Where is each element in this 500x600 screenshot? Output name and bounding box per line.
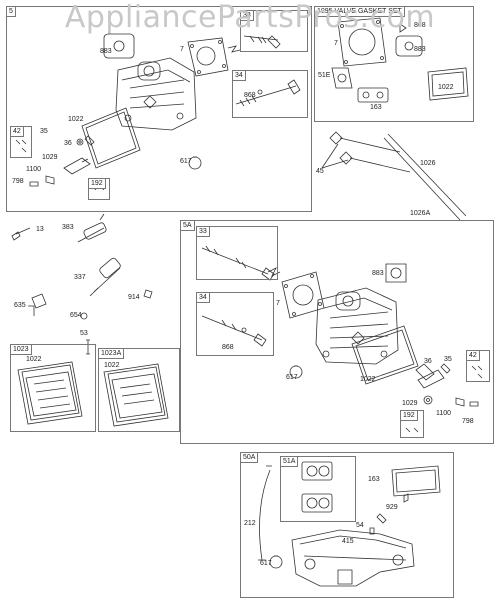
callout-798[interactable]: 798 <box>12 178 24 185</box>
valve-cover-1023a <box>103 363 169 427</box>
callout-883-5a[interactable]: 883 <box>372 270 384 277</box>
callout-212[interactable]: 212 <box>244 520 256 527</box>
intake-manifold-415 <box>291 529 415 587</box>
callout-35[interactable]: 35 <box>40 128 48 135</box>
callout-1022-5a[interactable]: 1022 <box>360 376 376 383</box>
callout-617-50a[interactable]: 617 <box>260 560 272 567</box>
panel-5-label: 5 <box>6 6 16 17</box>
callout-54[interactable]: 54 <box>356 522 364 529</box>
callout-337[interactable]: 337 <box>74 274 86 281</box>
callout-798-5a[interactable]: 798 <box>462 418 474 425</box>
panel-51a <box>280 456 356 522</box>
panel-192-mid-label: 192 <box>400 410 418 421</box>
callout-35-5a[interactable]: 35 <box>444 356 452 363</box>
rocker-cover-gasket-top <box>81 107 141 169</box>
panel-33-top-label: 33 <box>240 10 254 21</box>
callout-868-5a[interactable]: 868 <box>222 344 234 351</box>
cylinder-head-top <box>115 57 197 131</box>
callout-7-5a[interactable]: 7 <box>276 300 280 307</box>
callout-654[interactable]: 654 <box>70 312 82 319</box>
panel-1023-label: 1023 <box>10 344 32 355</box>
panel-33-top <box>240 10 308 52</box>
callout-1022[interactable]: 1022 <box>68 116 84 123</box>
panel-5 <box>6 6 312 212</box>
callout-51e[interactable]: 51E <box>318 72 331 79</box>
panel-192-top-label: 192 <box>88 178 106 189</box>
panel-5a <box>180 220 494 444</box>
cylinder-head-5a <box>315 287 399 365</box>
callout-617-5a[interactable]: 617 <box>286 374 298 381</box>
callout-883-set[interactable]: 883 <box>414 46 426 53</box>
callout-1029[interactable]: 1029 <box>42 154 58 161</box>
panel-5a-label: 5A <box>180 220 195 231</box>
panel-42-mid-label: 42 <box>466 350 480 361</box>
panel-1023 <box>10 344 96 432</box>
callout-7-set[interactable]: 7 <box>334 40 338 47</box>
callout-1022-cover-a[interactable]: 1022 <box>104 362 120 369</box>
gasket-set-head-gasket <box>337 17 387 67</box>
panel-33-mid-label: 33 <box>196 226 210 237</box>
watermark: AppliancePartsPros.com <box>64 0 436 35</box>
callout-617[interactable]: 617 <box>180 158 192 165</box>
callout-1026a[interactable]: 1026A <box>410 210 431 217</box>
callout-1100-5a[interactable]: 1100 <box>436 410 452 417</box>
callout-1026[interactable]: 1026 <box>420 160 436 167</box>
callout-36-5a[interactable]: 36 <box>424 358 432 365</box>
callout-1022-cover[interactable]: 1022 <box>26 356 42 363</box>
panel-42-top-label: 42 <box>10 126 24 137</box>
panel-1095-label: 1095 VALVE GASKET SET <box>314 6 405 17</box>
callout-415[interactable]: 415 <box>342 538 354 545</box>
callout-53[interactable]: 53 <box>80 330 88 337</box>
callout-45[interactable]: 45 <box>316 168 324 175</box>
callout-868-set[interactable]: 868 <box>414 22 426 29</box>
panel-34-top <box>232 70 308 118</box>
callout-868[interactable]: 868 <box>244 92 256 99</box>
callout-163-50a[interactable]: 163 <box>368 476 380 483</box>
panel-34-mid <box>196 292 274 356</box>
panel-50a <box>240 452 454 598</box>
callout-383[interactable]: 383 <box>62 224 74 231</box>
callout-635[interactable]: 635 <box>14 302 26 309</box>
callout-883[interactable]: 883 <box>100 48 112 55</box>
callout-13[interactable]: 13 <box>36 226 44 233</box>
callout-163[interactable]: 163 <box>370 104 382 111</box>
valve-cover-1023 <box>17 361 83 425</box>
callout-914[interactable]: 914 <box>128 294 140 301</box>
head-gasket-top <box>187 37 229 77</box>
panel-1023a-label: 1023A <box>98 348 125 359</box>
callout-1029-5a[interactable]: 1029 <box>402 400 418 407</box>
panel-33-mid <box>196 226 278 280</box>
callout-36[interactable]: 36 <box>64 140 72 147</box>
callout-1022-set[interactable]: 1022 <box>438 84 454 91</box>
panel-50a-label: 50A <box>240 452 259 463</box>
panel-34-mid-label: 34 <box>196 292 210 303</box>
panel-34-top-label: 34 <box>232 70 246 81</box>
valve-cover-gasket-top <box>103 33 135 59</box>
callout-929[interactable]: 929 <box>386 504 398 511</box>
callout-1100[interactable]: 1100 <box>26 166 42 173</box>
panel-1023a <box>98 348 180 432</box>
callout-7[interactable]: 7 <box>180 46 184 53</box>
panel-51a-label: 51A <box>280 456 299 467</box>
